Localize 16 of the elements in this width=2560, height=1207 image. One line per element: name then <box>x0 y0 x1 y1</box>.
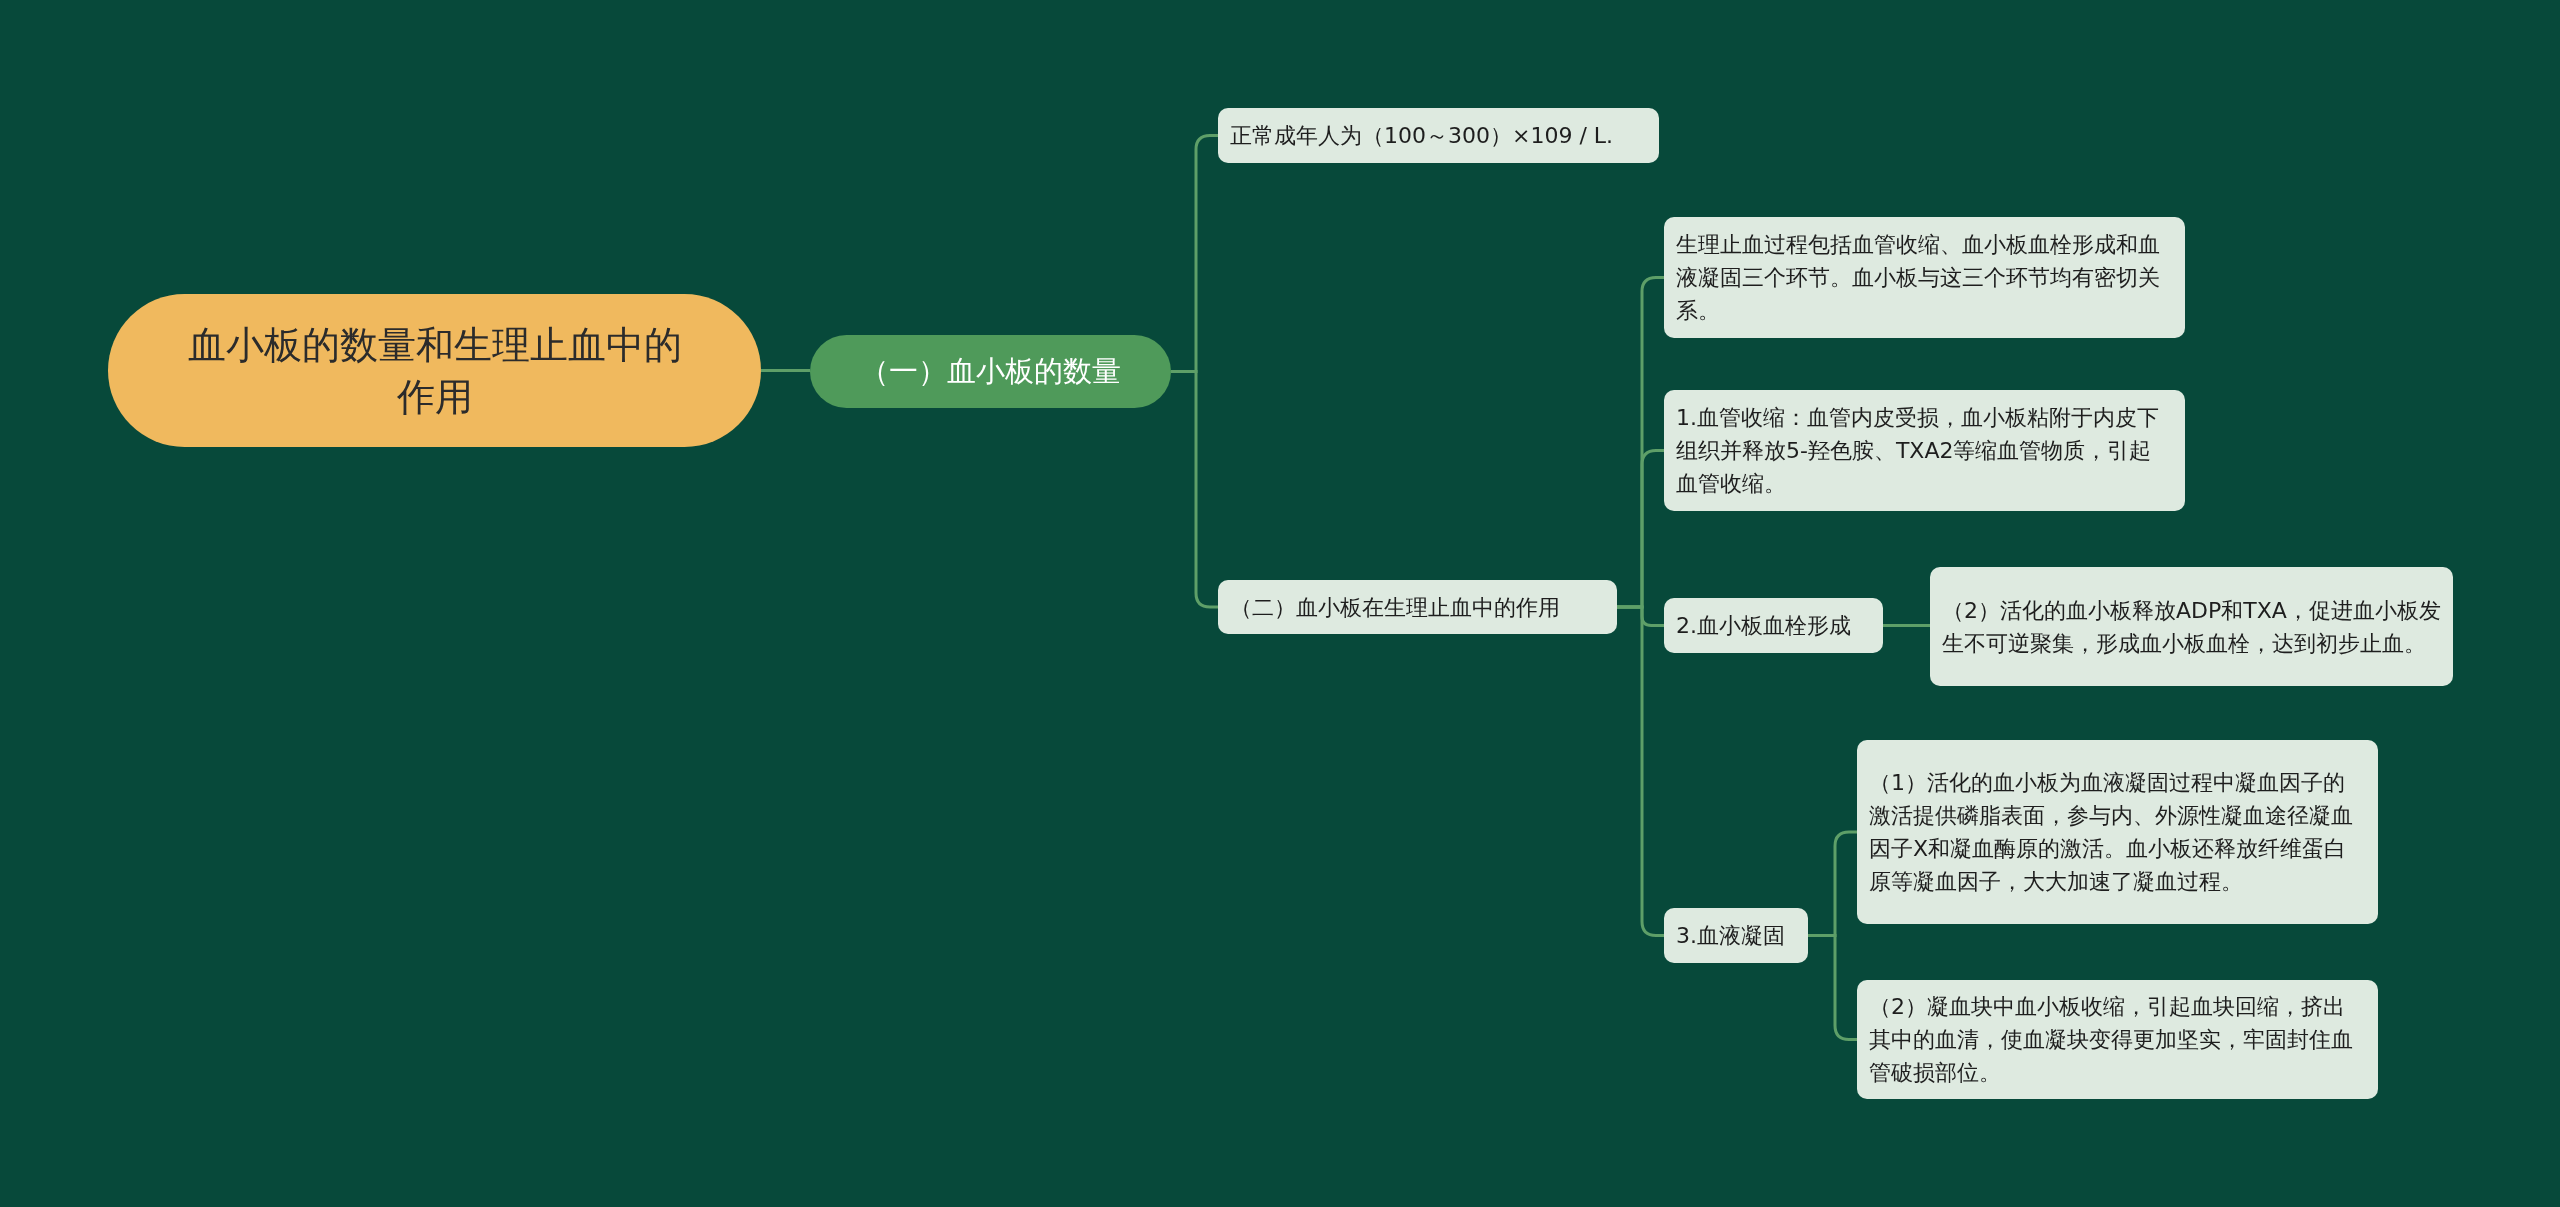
connector-line <box>1808 934 1857 1041</box>
connector-line <box>1617 605 1664 937</box>
subtopic-node: 正常成年人为（100～300）×109 / L. <box>1218 108 1659 163</box>
subtopic-node: 1.血管收缩：血管内皮受损，血小板粘附于内皮下组织并释放5-羟色胺、TXA2等缩血管物质，引起血管收缩。 <box>1664 390 2185 511</box>
subtopic-node: 3.血液凝固 <box>1664 908 1808 963</box>
topic-node: （一）血小板的数量 <box>810 335 1171 408</box>
subtopic-node: （2）活化的血小板释放ADP和TXA，促进血小板发生不可逆聚集，形成血小板血栓，达到初步止血。 <box>1930 567 2453 686</box>
mindmap-root-node: 血小板的数量和生理止血中的作用 <box>108 294 761 447</box>
connector-line <box>1883 624 1930 627</box>
subtopic-node: （二）血小板在生理止血中的作用 <box>1218 580 1617 634</box>
connector-line <box>761 369 810 372</box>
subtopic-node: （2）凝血块中血小板收缩，引起血块回缩，挤出其中的血清，使血凝块变得更加坚实，牢固封住血管破损部位。 <box>1857 980 2378 1099</box>
connector-line <box>1171 370 1218 609</box>
subtopic-node: 2.血小板血栓形成 <box>1664 598 1883 653</box>
subtopic-node: （1）活化的血小板为血液凝固过程中凝血因子的激活提供磷脂表面，参与内、外源性凝血途径凝血因子X和凝血酶原的激活。血小板还释放纤维蛋白原等凝血因子，大大加速了凝血过程。 <box>1857 740 2378 924</box>
subtopic-node: 生理止血过程包括血管收缩、血小板血栓形成和血液凝固三个环节。血小板与这三个环节均有密切关系。 <box>1664 217 2185 338</box>
